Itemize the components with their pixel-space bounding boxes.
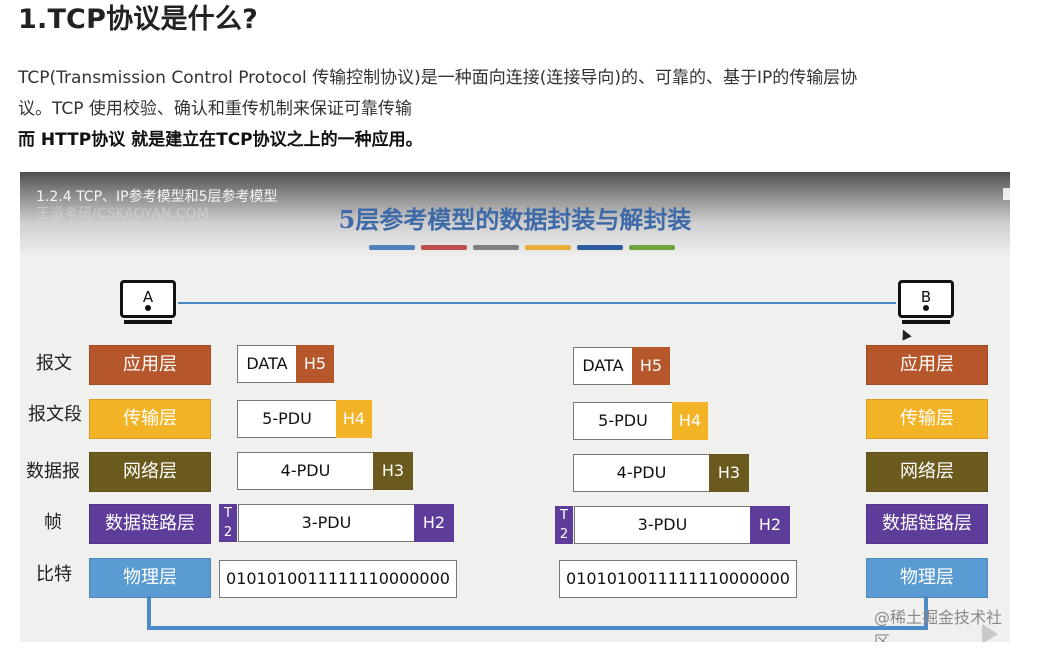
title-bar-5 [577, 245, 623, 250]
title-bar-3 [473, 245, 519, 250]
mouse-cursor-icon [898, 327, 912, 341]
slide-header-band [20, 172, 1010, 257]
bitstream-receiver: 0101010011111110000000 [559, 560, 797, 598]
pdu-5-receiver: 5-PDU [573, 402, 673, 440]
bitstream-sender: 0101010011111110000000 [219, 560, 457, 598]
pdu-data-receiver: DATA [573, 347, 633, 385]
unit-label-frame: 帧 [44, 512, 62, 533]
layer-physical-b: 物理层 [866, 558, 988, 598]
layer-network-b: 网络层 [866, 452, 988, 492]
host-a-computer-icon: A [120, 280, 176, 324]
article-heading: 1.TCP协议是什么? [18, 4, 258, 35]
encapsulation-slide-image: 王道考研/CSKAOYAN.COM 1.2.4 TCP、IP参考模型和5层参考模… [20, 172, 1010, 642]
paragraph-bold-line: 而 HTTP协议 就是建立在TCP协议之上的一种应用。 [18, 130, 423, 150]
slide-watermark-text: 王道考研/CSKAOYAN.COM [36, 206, 209, 222]
header-h3-sender: H3 [373, 452, 413, 490]
host-b-label: B [898, 280, 954, 318]
pdu-data-sender: DATA [237, 345, 297, 383]
pdu-3-receiver: 3-PDU [574, 506, 751, 544]
header-h3-receiver: H3 [709, 454, 749, 492]
header-h5-sender: H5 [296, 345, 334, 383]
unit-label-message: 报文 [36, 353, 72, 374]
layer-datalink-b: 数据链路层 [866, 504, 988, 544]
paragraph-line-1: TCP(Transmission Control Protocol 传输控制协议… [18, 68, 858, 88]
layer-datalink-a: 数据链路层 [89, 504, 211, 544]
pdu-4-receiver: 4-PDU [573, 454, 710, 492]
unit-label-bit: 比特 [36, 564, 72, 585]
header-h2-sender: H2 [414, 504, 454, 542]
unit-label-datagram: 数据报 [26, 461, 80, 482]
host-a-label: A [120, 280, 176, 318]
article-paragraph: TCP(Transmission Control Protocol 传输控制协议… [18, 63, 1018, 156]
title-bar-1 [369, 245, 415, 250]
physical-link-left [147, 596, 151, 630]
bookmark-icon [1003, 188, 1010, 200]
watermark: @稀土掘金技术社区 [874, 608, 1003, 642]
title-bar-6 [629, 245, 675, 250]
slide-title: 5层参考模型的数据封装与解封装 [338, 205, 692, 234]
layer-application-b: 应用层 [866, 345, 988, 385]
play-icon[interactable] [982, 624, 998, 642]
connection-line [178, 302, 896, 304]
header-h4-receiver: H4 [672, 402, 708, 440]
slide-section-header: 1.2.4 TCP、IP参考模型和5层参考模型 [36, 189, 278, 205]
title-bar-2 [421, 245, 467, 250]
unit-label-segment: 报文段 [28, 404, 82, 425]
layer-transport-a: 传输层 [89, 399, 211, 439]
physical-link-bottom [147, 626, 928, 630]
layer-network-a: 网络层 [89, 452, 211, 492]
physical-link-right [924, 596, 928, 630]
layer-application-a: 应用层 [89, 345, 211, 385]
pdu-5-sender: 5-PDU [237, 400, 337, 438]
title-bar-4 [525, 245, 571, 250]
layer-transport-b: 传输层 [866, 399, 988, 439]
header-h5-receiver: H5 [632, 347, 670, 385]
pdu-3-sender: 3-PDU [238, 504, 415, 542]
layer-physical-a: 物理层 [89, 558, 211, 598]
host-b-computer-icon: B [898, 280, 954, 324]
header-h4-sender: H4 [336, 400, 372, 438]
pdu-4-sender: 4-PDU [237, 452, 374, 490]
header-h2-receiver: H2 [750, 506, 790, 544]
paragraph-line-2: 议。TCP 使用校验、确认和重传机制来保证可靠传输 [18, 99, 412, 119]
